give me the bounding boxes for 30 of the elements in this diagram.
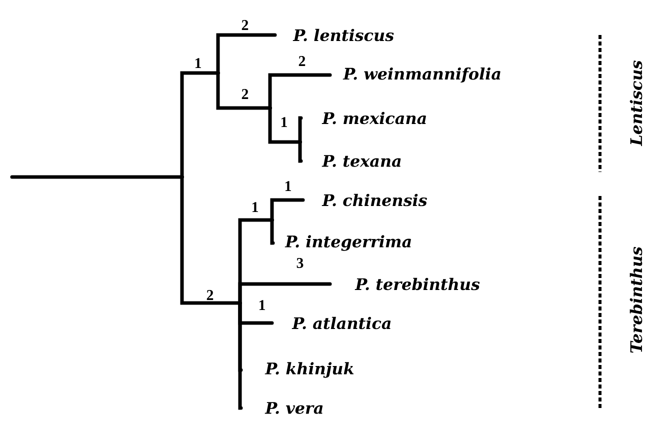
branch-length-label: 3 <box>296 258 304 268</box>
species-label: P. khinjuk <box>264 362 354 378</box>
species-label: P. integerrima <box>284 235 411 251</box>
species-label: P. mexicana <box>322 112 426 124</box>
branch-length-label: 2 <box>206 290 214 300</box>
tree-branch <box>238 301 243 410</box>
species-label: P. atlantica <box>292 316 391 330</box>
clade-label: Lentiscus <box>630 60 642 146</box>
tree-branch <box>270 218 275 245</box>
branch-length-label: 1 <box>285 181 291 191</box>
tree-branch <box>298 116 303 144</box>
species-label: P. vera <box>264 402 323 414</box>
branch-length-label: 2 <box>298 56 306 66</box>
tree-branch <box>238 282 332 305</box>
branch-length-label: 1 <box>195 58 201 68</box>
branch-length-label: 1 <box>252 202 258 212</box>
species-label: P. weinmannifolia <box>342 67 500 83</box>
branch-length-label: 2 <box>242 89 248 99</box>
species-label: P. lentiscus <box>292 28 394 42</box>
species-label: P. chinensis <box>322 194 427 206</box>
species-label: P. texana <box>322 155 401 167</box>
clade-label: Terebinthus <box>630 246 642 353</box>
species-label: P. terebinthus <box>354 278 480 290</box>
tree-branch <box>216 33 277 75</box>
tree-branch <box>298 140 303 163</box>
tree-branch <box>268 73 332 110</box>
tree-branch <box>270 198 305 222</box>
branch-length-label: 1 <box>259 300 265 310</box>
branch-length-label: 1 <box>281 117 287 127</box>
branch-length-label: 2 <box>242 20 248 30</box>
